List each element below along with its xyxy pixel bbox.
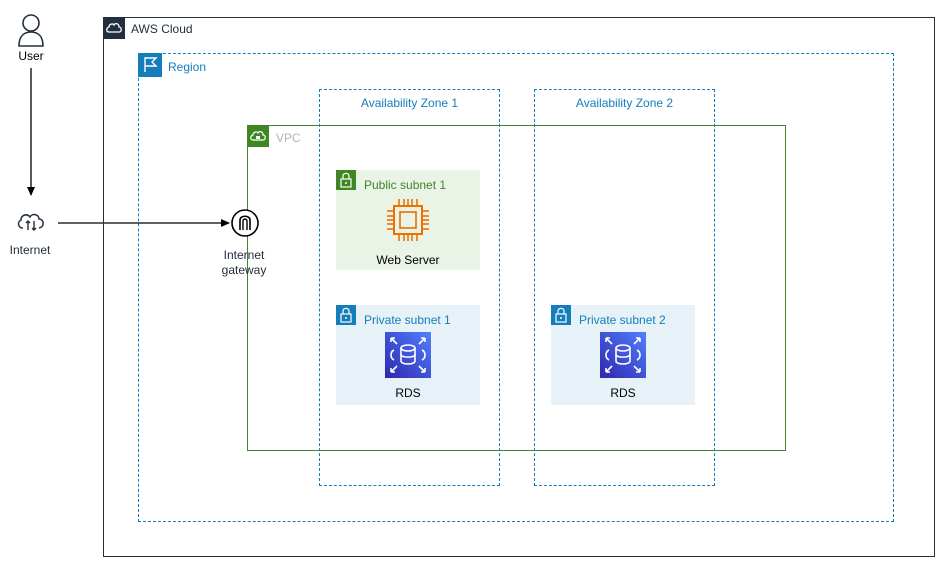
rds-1-label: RDS <box>395 386 421 400</box>
availability-zone-2 <box>534 89 715 486</box>
internet-gateway-label-line2: gateway <box>221 263 267 277</box>
availability-zone-1 <box>319 89 500 486</box>
rds-icon <box>385 332 431 378</box>
internet-cloud-icon <box>17 213 44 231</box>
public-subnet-lock-icon <box>336 170 356 190</box>
internet-label: Internet <box>9 243 51 257</box>
private-subnet-2-label: Private subnet 2 <box>579 313 666 327</box>
aws-cloud-icon <box>103 17 125 39</box>
region-group <box>138 53 894 522</box>
ec2-chip-icon <box>387 199 429 241</box>
internet-gateway-label-line1: Internet <box>223 248 265 262</box>
private-subnet-1-label: Private subnet 1 <box>364 313 451 327</box>
private-subnet-lock-icon <box>551 305 571 325</box>
aws-cloud-group <box>103 17 935 557</box>
rds-icon <box>600 332 646 378</box>
vpc-cloud-lock-icon <box>247 125 269 147</box>
private-subnet-lock-icon <box>336 305 356 325</box>
web-server-label: Web Server <box>376 253 440 267</box>
availability-zone-2-label: Availability Zone 2 <box>575 96 674 110</box>
availability-zone-1-label: Availability Zone 1 <box>360 96 459 110</box>
rds-2-label: RDS <box>610 386 636 400</box>
aws-cloud-label: AWS Cloud <box>131 22 193 36</box>
public-subnet-1-label: Public subnet 1 <box>364 178 447 192</box>
region-label: Region <box>168 60 207 74</box>
internet-gateway-icon <box>231 209 259 237</box>
vpc-group <box>247 125 786 451</box>
public-subnet-1 <box>336 170 480 270</box>
vpc-label: VPC <box>276 131 301 145</box>
user-label: User <box>18 49 44 63</box>
region-flag-icon <box>138 53 162 77</box>
user-icon <box>18 14 44 47</box>
